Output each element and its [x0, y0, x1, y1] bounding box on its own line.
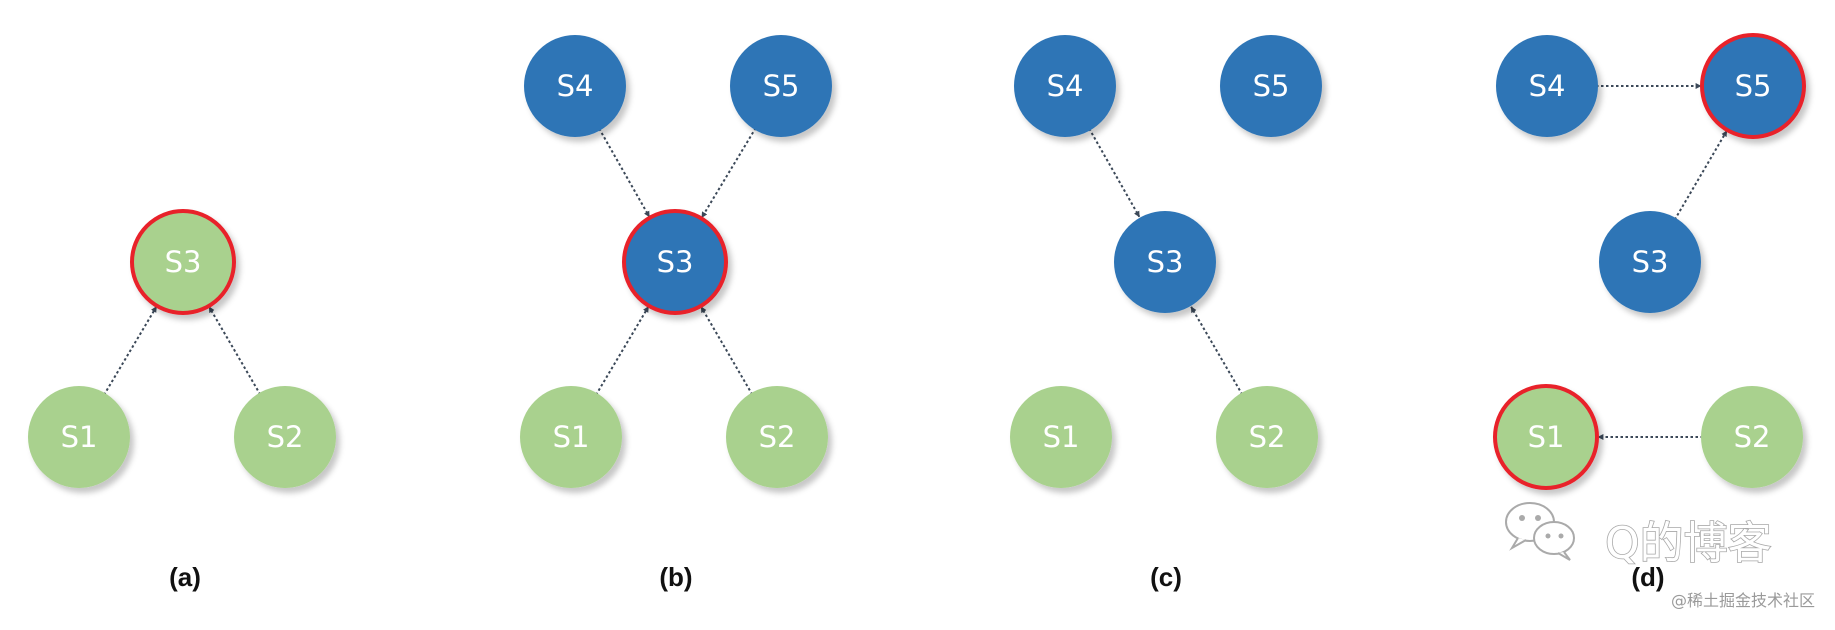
- leader-node-circle: [622, 209, 728, 315]
- leader-node-circle: [130, 209, 236, 315]
- node-s2: S2: [1701, 386, 1803, 488]
- panel-labels-layer: (a) (b) (c) (d): [169, 562, 1664, 592]
- watermark-text: Q的博客: [1605, 518, 1772, 569]
- leader-node-circle: [1700, 33, 1806, 139]
- node-label: S5: [1735, 69, 1772, 103]
- node-s2: S2: [1216, 386, 1318, 488]
- node-label: S5: [1253, 69, 1290, 103]
- node-s5: S5: [1220, 35, 1322, 137]
- watermark-subtext: @稀土掘金技术社区: [1671, 591, 1815, 610]
- node-circle: [726, 386, 828, 488]
- arrow-s1-to-s3: [103, 306, 158, 396]
- node-label: S3: [1147, 245, 1184, 279]
- node-circle: [1014, 35, 1116, 137]
- arrow-s4-to-s3: [598, 128, 651, 218]
- node-s5: S5: [1700, 33, 1806, 139]
- node-s4: S4: [524, 35, 626, 137]
- node-s1: S1: [1010, 386, 1112, 488]
- node-circle: [1701, 386, 1803, 488]
- arrow-s2-to-s3: [1190, 306, 1244, 396]
- node-label: S2: [1249, 420, 1286, 454]
- node-circle: [1216, 386, 1318, 488]
- node-label: S1: [61, 420, 98, 454]
- node-circle: [1496, 35, 1598, 137]
- node-s1: S1: [1493, 384, 1599, 490]
- leader-node-circle: [1493, 384, 1599, 490]
- panel-label: (d): [1631, 562, 1664, 592]
- watermark: Q的博客 @稀土掘金技术社区: [1505, 502, 1815, 610]
- node-s2: S2: [726, 386, 828, 488]
- arrow-s3-to-s5: [1673, 130, 1728, 221]
- node-s1: S1: [520, 386, 622, 488]
- node-s3: S3: [130, 209, 236, 315]
- node-s5: S5: [730, 35, 832, 137]
- node-label: S4: [557, 69, 594, 103]
- node-circle: [730, 35, 832, 137]
- node-circle: [234, 386, 336, 488]
- panel-label: (a): [169, 562, 201, 592]
- node-circle: [524, 35, 626, 137]
- panel-label: (b): [659, 562, 692, 592]
- panel-label: (c): [1150, 562, 1182, 592]
- node-s3: S3: [1599, 211, 1701, 313]
- arrow-s1-to-s3: [595, 306, 650, 396]
- edges-layer: [103, 83, 1728, 440]
- node-s4: S4: [1496, 35, 1598, 137]
- node-label: S3: [657, 245, 694, 279]
- node-label: S1: [1528, 420, 1565, 454]
- node-label: S2: [759, 420, 796, 454]
- node-label: S2: [1734, 420, 1771, 454]
- node-label: S5: [763, 69, 800, 103]
- node-label: S3: [1632, 245, 1669, 279]
- node-s4: S4: [1014, 35, 1116, 137]
- node-circle: [28, 386, 130, 488]
- node-label: S1: [553, 420, 590, 454]
- arrow-s4-to-s3: [1088, 128, 1141, 218]
- node-circle: [1220, 35, 1322, 137]
- node-label: S4: [1047, 69, 1084, 103]
- node-s2: S2: [234, 386, 336, 488]
- node-circle: [1114, 211, 1216, 313]
- node-circle: [1010, 386, 1112, 488]
- node-circle: [520, 386, 622, 488]
- node-label: S4: [1529, 69, 1566, 103]
- arrow-s2-to-s3: [208, 306, 262, 396]
- node-label: S1: [1043, 420, 1080, 454]
- arrow-s2-to-s3: [700, 306, 754, 396]
- node-label: S3: [165, 245, 202, 279]
- node-s3: S3: [622, 209, 728, 315]
- node-label: S2: [267, 420, 304, 454]
- node-s3: S3: [1114, 211, 1216, 313]
- arrow-s5-to-s3: [700, 127, 757, 218]
- wechat-icon: [1505, 502, 1575, 561]
- node-s1: S1: [28, 386, 130, 488]
- node-circle: [1599, 211, 1701, 313]
